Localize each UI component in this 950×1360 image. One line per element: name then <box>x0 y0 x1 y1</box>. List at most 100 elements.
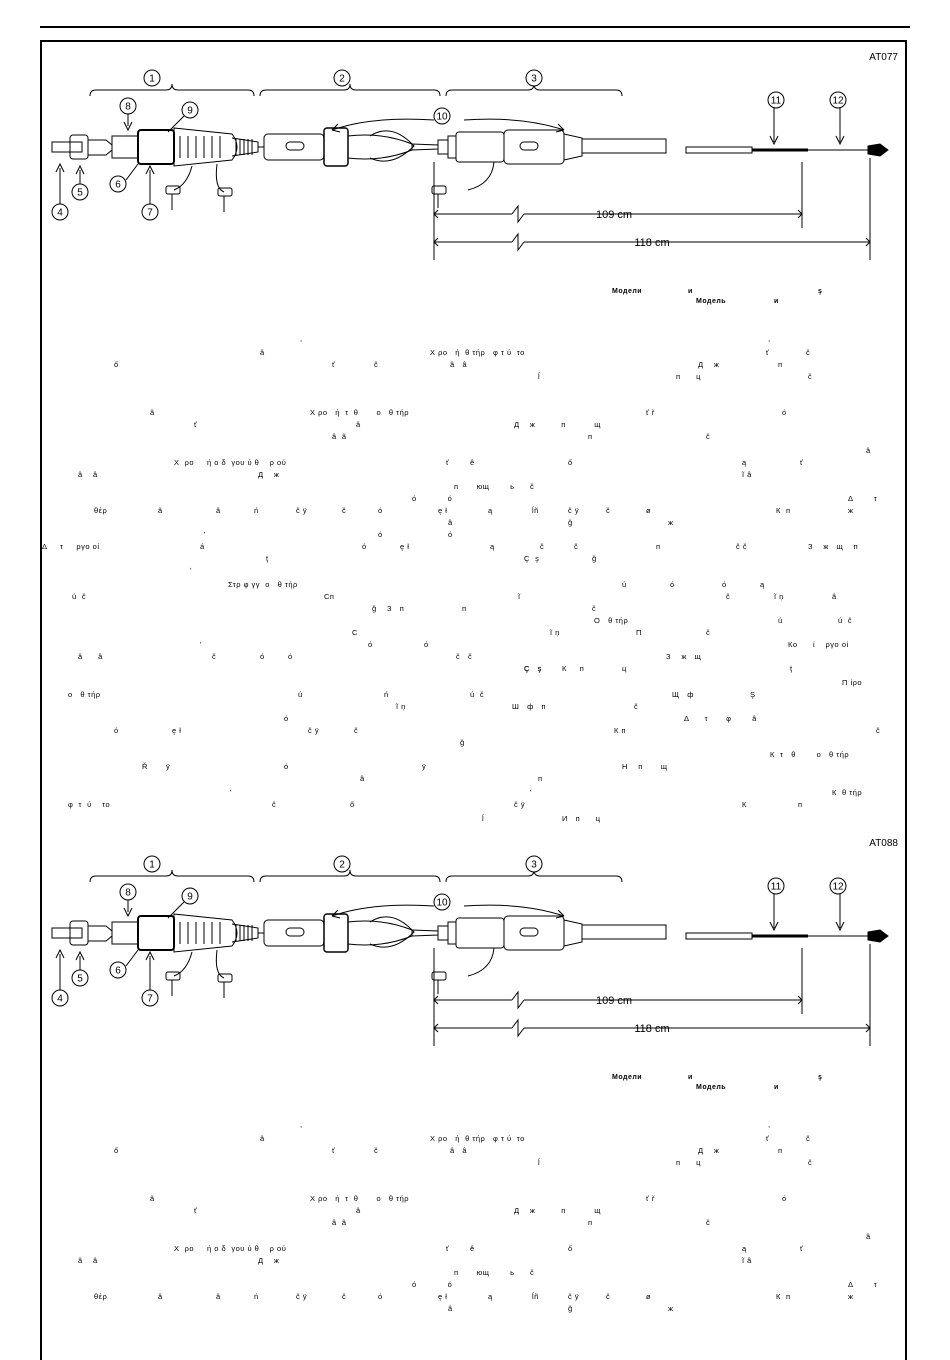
callout-label: 6 <box>115 966 121 977</box>
text-fragment: â <box>150 1194 155 1203</box>
text-fragment: ğ З п <box>372 604 405 613</box>
text-fragment: ş <box>818 288 823 295</box>
text-fragment: п <box>588 1218 593 1227</box>
text-fragment: ĺñ <box>532 506 539 515</box>
text-fragment: â <box>158 506 163 515</box>
text-fragment: ó ó <box>412 494 453 503</box>
text-fragment: â <box>448 1304 453 1313</box>
text-fragment: ť <box>800 458 804 467</box>
text-fragment: č <box>212 652 217 661</box>
text-fragment: ĩ â <box>742 470 752 479</box>
text-fragment: â <box>260 348 265 357</box>
text-fragment: ĩ ņ <box>550 628 560 637</box>
dimension-label: 118 cm <box>634 237 669 249</box>
text-fragment: Ç ş <box>524 664 542 673</box>
text-fragment: φ τ ύ το <box>68 800 111 809</box>
text-fragment: â â <box>78 652 103 661</box>
text-fragment: ą <box>488 1292 493 1301</box>
text-fragment: ő <box>114 360 119 369</box>
text-fragment: и <box>688 1074 693 1081</box>
text-fragment: ú č <box>72 592 87 601</box>
text-fragment: ą <box>742 458 747 467</box>
figure-code: AT077 <box>869 52 898 63</box>
text-fragment: ą <box>742 1244 747 1253</box>
text-fragment: ĩ â <box>742 1256 752 1265</box>
text-fragment: ó <box>448 530 453 539</box>
text-fragment: и <box>688 288 693 295</box>
text-fragment: Модель <box>696 298 727 305</box>
text-fragment: ú č <box>470 690 485 699</box>
text-fragment: ť <box>194 1206 198 1215</box>
text-fragment: и <box>774 1084 779 1091</box>
callout-label: 12 <box>832 882 844 893</box>
text-fragment: , <box>768 1120 771 1129</box>
text-fragment: п <box>462 604 467 613</box>
text-fragment: â <box>356 420 361 429</box>
text-fragment: â â <box>332 1218 347 1227</box>
text-fragment: ʹ <box>204 530 206 539</box>
text-fragment: ó <box>670 580 675 589</box>
text-fragment: ú <box>778 616 783 625</box>
text-fragment: č <box>706 628 711 637</box>
top-rule <box>40 26 910 28</box>
text-fragment: п <box>778 1146 783 1155</box>
text-fragment: â <box>150 408 155 417</box>
text-fragment: Π ίρο <box>842 678 863 687</box>
text-fragment: И п ц <box>562 814 601 823</box>
text-fragment: К п <box>614 726 627 735</box>
text-fragment: Ş <box>750 690 756 699</box>
callout-label: 9 <box>187 892 193 903</box>
text-fragment: č č <box>456 652 473 661</box>
text-fragment: θέρ <box>94 1292 108 1301</box>
text-fragment: Ш ф п <box>512 702 547 711</box>
text-fragment: , <box>768 334 771 343</box>
page-frame <box>40 40 907 1360</box>
text-fragment: č <box>374 1146 379 1155</box>
callout-label: 4 <box>57 994 63 1005</box>
text-fragment: Модель <box>696 1084 727 1091</box>
text-fragment: Ř ÿ <box>142 762 171 771</box>
text-fragment: , <box>300 334 303 343</box>
text-fragment: Д ж <box>698 360 720 369</box>
text-fragment: п <box>538 774 543 783</box>
text-fragment: č <box>706 1218 711 1227</box>
text-fragment: ő <box>350 800 355 809</box>
text-fragment: ó <box>362 542 367 551</box>
callout-label: 3 <box>531 860 537 871</box>
text-fragment: ĺ <box>538 372 541 381</box>
text-fragment: З ж щ п <box>808 542 859 551</box>
text-fragment: č ÿ <box>568 506 580 515</box>
text-fragment: ó ó <box>412 1280 453 1289</box>
text-fragment: č <box>540 542 545 551</box>
callout-label: 2 <box>339 860 345 871</box>
text-fragment: ę ł <box>438 1292 448 1301</box>
text-fragment: ó <box>424 640 429 649</box>
callout-label: 6 <box>115 180 121 191</box>
text-fragment: Д ж п щ <box>514 1206 601 1215</box>
callout-label: 3 <box>531 74 537 85</box>
text-fragment: ÿ <box>422 762 427 771</box>
text-fragment: Н п щ <box>622 762 668 771</box>
text-fragment: ğ <box>568 518 573 527</box>
callout-label: 2 <box>339 74 345 85</box>
text-fragment: п ющ ь č <box>454 1268 535 1277</box>
text-fragment: č <box>808 1158 813 1167</box>
callout-label: 8 <box>125 888 131 899</box>
dimension-label: 109 cm <box>596 209 632 221</box>
text-fragment: ж <box>668 1304 674 1313</box>
text-fragment: á <box>200 542 205 551</box>
text-fragment: п ющ ь č <box>454 482 535 491</box>
text-fragment: ó <box>378 1292 383 1301</box>
callout-label: 10 <box>436 898 448 909</box>
text-fragment: ę ł <box>400 542 410 551</box>
text-fragment: ť <box>766 348 770 357</box>
text-fragment: ó <box>284 714 289 723</box>
callout-label: 5 <box>77 974 83 985</box>
text-fragment: č <box>342 506 347 515</box>
text-fragment: ĩ <box>518 592 521 601</box>
text-fragment: ğ <box>592 554 597 563</box>
text-fragment: ó <box>378 506 383 515</box>
text-fragment: â <box>866 446 871 455</box>
text-fragment: č <box>574 542 579 551</box>
text-fragment: ť <box>332 360 336 369</box>
